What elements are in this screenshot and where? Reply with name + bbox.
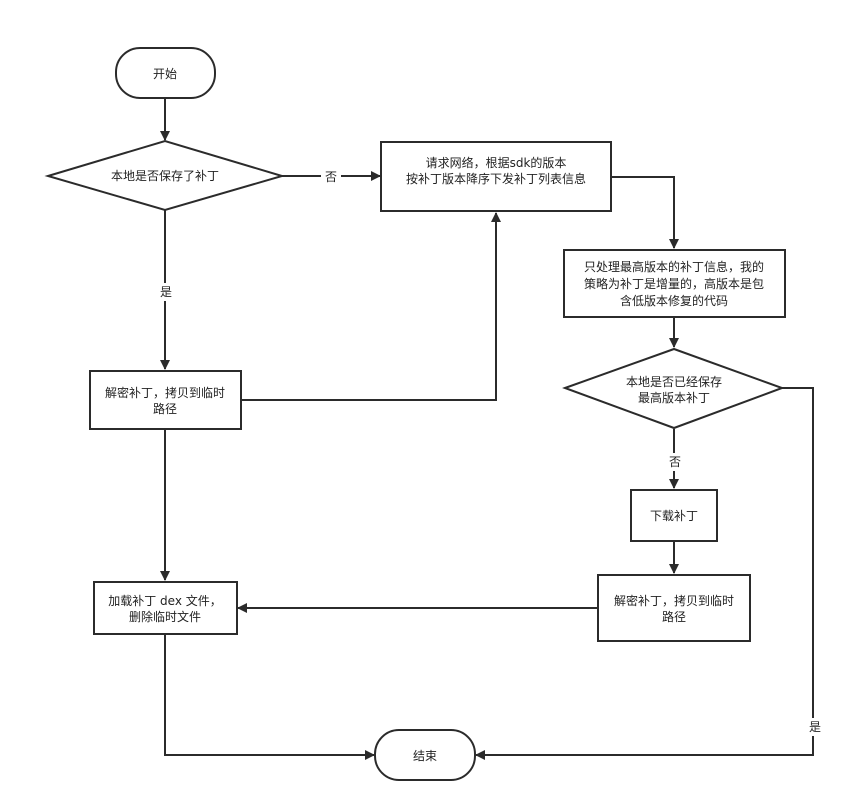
- download-patch-label: 下载补丁: [650, 509, 698, 523]
- edge-check-saved-yes: [475, 387, 814, 760]
- end-label: 结束: [413, 749, 437, 763]
- process-latest-label-line-1: 只处理最高版本的补丁信息，我的: [584, 259, 764, 274]
- edge-label-no-local: 否: [325, 170, 337, 184]
- start-node: [115, 47, 216, 99]
- decrypt-left-label-line-1: 解密补丁，拷贝到临时: [105, 385, 225, 400]
- start-label: 开始: [153, 67, 177, 81]
- check-saved-latest-decision: [562, 347, 785, 430]
- request-network-node: [380, 141, 612, 212]
- edge-label-yes-saved: 是: [809, 720, 821, 734]
- decrypt-left-label-line-2: 路径: [153, 401, 177, 416]
- check-saved-latest-label-line-2: 最高版本补丁: [638, 390, 710, 405]
- request-network-label-line-1: 请求网络，根据sdk的版本: [426, 155, 567, 170]
- check-saved-latest-label-line-1: 本地是否已经保存: [626, 375, 722, 389]
- decrypt-right-node: [597, 574, 751, 642]
- nodes: [44, 47, 786, 781]
- decrypt-right-label-line-1: 解密补丁，拷贝到临时: [614, 593, 734, 608]
- decrypt-right-label-line-2: 路径: [662, 609, 686, 624]
- edge-load-to-end: [164, 635, 375, 760]
- decrypt-left-node: [89, 370, 242, 430]
- edge-request-to-process: [611, 176, 679, 249]
- load-patch-label-line-2: 删除临时文件: [129, 609, 201, 624]
- node-labels: 开始 本地是否保存了补丁 请求网络，根据sdk的版本 按补丁版本降序下发补丁列表…: [105, 67, 764, 763]
- check-local-label: 本地是否保存了补丁: [111, 169, 219, 183]
- process-latest-label-line-2: 策略为补丁是增量的，高版本是包: [584, 276, 764, 291]
- process-latest-node: [563, 249, 786, 318]
- edge-labels: 否 是 否 是: [160, 170, 821, 734]
- edge-label-yes-local: 是: [160, 285, 172, 299]
- request-network-label-line-2: 按补丁版本降序下发补丁列表信息: [406, 171, 586, 186]
- load-patch-label-line-1: 加载补丁 dex 文件，: [108, 593, 222, 608]
- end-node: [374, 729, 476, 781]
- load-patch-node: [93, 581, 238, 635]
- edge-label-no-saved: 否: [669, 455, 681, 469]
- edge-decrypt-left-to-request: [241, 212, 501, 401]
- check-local-decision: [44, 139, 286, 212]
- download-patch-node: [630, 489, 718, 542]
- connectors: [160, 98, 814, 760]
- process-latest-label-line-3: 含低版本修复的代码: [620, 293, 728, 308]
- edge-label-backgrounds: [157, 168, 824, 736]
